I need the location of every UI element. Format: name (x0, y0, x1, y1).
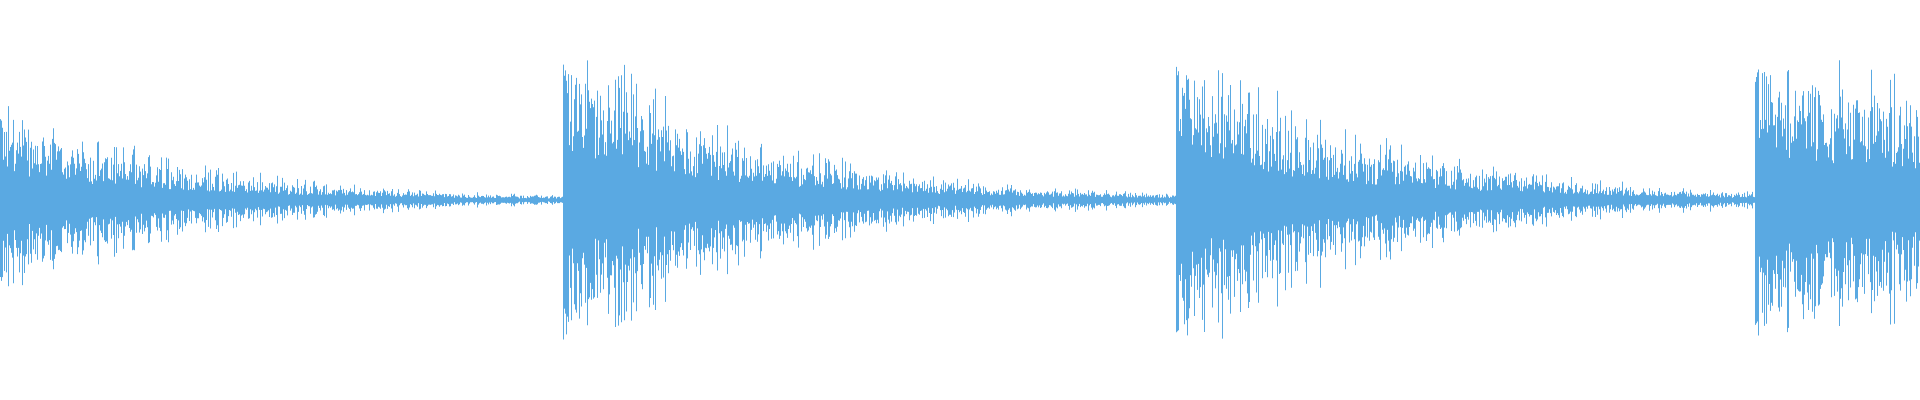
waveform-signal (0, 60, 1920, 340)
